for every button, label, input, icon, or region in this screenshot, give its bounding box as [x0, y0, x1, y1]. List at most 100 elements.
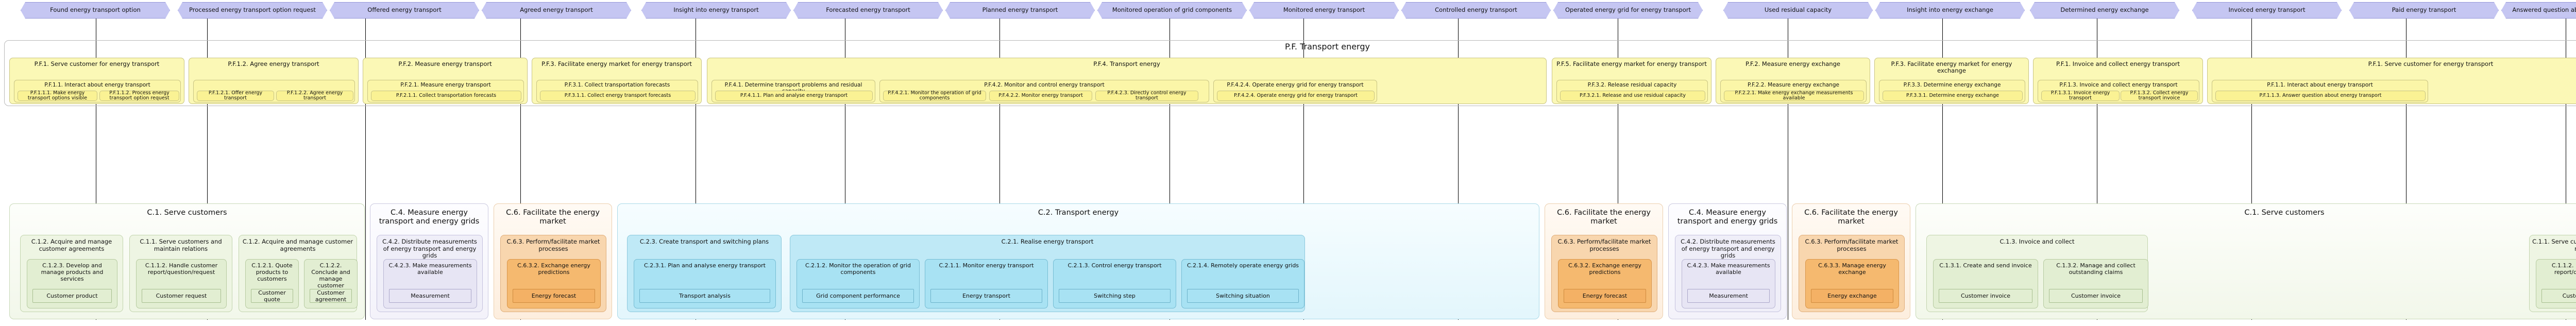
process-level2[interactable]: P.F.4.2. Monitor and control energy tran…	[879, 80, 1209, 102]
process-level3[interactable]: P.F.3.3.1. Determine energy exchange	[1883, 91, 2023, 101]
capability-group[interactable]: C.4. Measure energy transport and energy…	[1668, 203, 1787, 319]
process-level3[interactable]: P.F.4.2.1. Monitor the operation of grid…	[883, 90, 986, 101]
process-level3[interactable]: P.F.1.3.1. Invoice energy transport	[2041, 90, 2120, 101]
capability-leaf[interactable]: C.1.2.2. Conclude and manage customer ag…	[304, 259, 358, 308]
capability-sub[interactable]: C.4.2. Distribute measurements of energy…	[377, 235, 483, 312]
process-level3[interactable]: P.F.3.1.1. Collect energy transport fore…	[540, 91, 696, 101]
outcome-badge[interactable]: Controlled energy transport	[1401, 2, 1551, 19]
capability-leaf[interactable]: C.1.1.2. Handle customer report/question…	[2536, 259, 2576, 308]
outcome-badge[interactable]: Found energy transport option	[21, 2, 170, 19]
capability-leaf[interactable]: C.1.2.3. Develop and manage products and…	[27, 259, 117, 308]
outcome-badge[interactable]: Determined energy exchange	[2030, 2, 2179, 19]
process-level2[interactable]: P.F.3.1. Collect transportation forecast…	[536, 80, 698, 102]
outcome-badge[interactable]: Agreed energy transport	[482, 2, 631, 19]
business-object[interactable]: Customer invoice	[2049, 289, 2143, 303]
business-object[interactable]: Customer invoice	[1939, 289, 2032, 303]
process-level1[interactable]: P.F.1. Serve customer for energy transpo…	[2207, 58, 2576, 104]
process-level3[interactable]: P.F.2.2.1. Make energy exchange measurem…	[1724, 90, 1864, 101]
capability-group[interactable]: C.4. Measure energy transport and energy…	[370, 203, 488, 319]
capability-sub[interactable]: C.2.3. Create transport and switching pl…	[627, 235, 782, 312]
business-object[interactable]: Energy transport	[930, 289, 1042, 303]
business-object[interactable]: Customer product	[32, 289, 112, 303]
capability-leaf[interactable]: C.2.3.1. Plan and analyse energy transpo…	[634, 259, 776, 308]
capability-sub[interactable]: C.1.2. Acquire and manage customer agree…	[239, 235, 358, 312]
business-object[interactable]: Grid component performance	[802, 289, 914, 303]
process-level3[interactable]: P.F.4.1.1. Plan and analyse energy trans…	[715, 91, 873, 101]
business-object[interactable]: Customer agreement	[310, 289, 352, 303]
capability-sub[interactable]: C.1.1. Serve customers and maintain rela…	[2529, 235, 2576, 312]
outcome-badge[interactable]: Paid energy transport	[2349, 2, 2499, 19]
outcome-badge[interactable]: Answered question about energy transport	[2501, 2, 2576, 19]
outcome-badge[interactable]: Planned energy transport	[945, 2, 1095, 19]
business-object[interactable]: Switching situation	[1187, 289, 1299, 303]
process-level1[interactable]: P.F.3. Facilitate energy market for ener…	[532, 58, 702, 104]
process-level3[interactable]: P.F.1.1.3. Answer question about energy …	[2215, 91, 2426, 101]
process-level2[interactable]: P.F.1.1. Interact about energy transport…	[2212, 80, 2428, 102]
outcome-badge[interactable]: Insight into energy transport	[641, 2, 791, 19]
outcome-badge[interactable]: Forecasted energy transport	[793, 2, 943, 19]
process-level3[interactable]: P.F.1.3.2. Collect energy transport invo…	[2121, 90, 2198, 101]
capability-leaf[interactable]: C.1.3.2. Manage and collect outstanding …	[2043, 259, 2148, 308]
process-level3[interactable]: P.F.3.2.1. Release and use residual capa…	[1560, 91, 1705, 101]
outcome-badge[interactable]: Monitored energy transport	[1249, 2, 1399, 19]
outcome-badge[interactable]: Processed energy transport option reques…	[178, 2, 327, 19]
process-level3[interactable]: P.F.1.2.2. Agree energy transport	[276, 90, 353, 101]
process-level3[interactable]: P.F.4.2.2. Monitor energy transport	[989, 91, 1092, 101]
capability-leaf[interactable]: C.2.1.2. Monitor the operation of grid c…	[796, 259, 920, 308]
business-object[interactable]: Customer request	[142, 289, 221, 303]
process-level1[interactable]: P.F.5. Facilitate energy market for ener…	[1552, 58, 1711, 104]
process-level2[interactable]: P.F.4.2.4. Operate energy grid for energ…	[1213, 80, 1377, 102]
business-object[interactable]: Energy forecast	[1564, 289, 1646, 303]
business-object[interactable]: Transport analysis	[639, 289, 770, 303]
business-object[interactable]: Measurement	[1687, 289, 1770, 303]
outcome-badge[interactable]: Invoiced energy transport	[2192, 2, 2342, 19]
outcome-badge[interactable]: Monitored operation of grid components	[1097, 2, 1247, 19]
outcome-badge[interactable]: Offered energy transport	[330, 2, 479, 19]
outcome-badge[interactable]: Used residual capacity	[1723, 2, 1873, 19]
process-level1[interactable]: P.F.1. Invoice and collect energy transp…	[2033, 58, 2203, 104]
process-level2[interactable]: P.F.1.1. Interact about energy transport…	[14, 80, 181, 102]
process-level3[interactable]: P.F.1.1.2. Process energy transport opti…	[99, 90, 179, 101]
business-object[interactable]: Energy exchange	[1811, 289, 1893, 303]
process-level1[interactable]: P.F.3. Facilitate energy market for ener…	[1874, 58, 2029, 104]
process-level3[interactable]: P.F.1.1.1. Make energy transport options…	[18, 90, 97, 101]
capability-sub[interactable]: C.1.2. Acquire and manage customer agree…	[20, 235, 123, 312]
process-level2[interactable]: P.F.4.1. Determine transport problems an…	[711, 80, 875, 102]
capability-sub[interactable]: C.4.2. Distribute measurements of energy…	[1675, 235, 1781, 312]
capability-sub[interactable]: C.6.3. Perform/facilitate market process…	[1799, 235, 1905, 312]
business-object[interactable]: Customer quote	[251, 289, 293, 303]
capability-leaf[interactable]: C.1.1.2. Handle customer report/question…	[136, 259, 227, 308]
outcome-badge[interactable]: Insight into energy exchange	[1875, 2, 2025, 19]
business-object[interactable]: Customer request	[2541, 289, 2576, 303]
business-object[interactable]: Measurement	[389, 289, 471, 303]
capability-sub[interactable]: C.6.3. Perform/facilitate market process…	[500, 235, 606, 312]
process-level3[interactable]: P.F.4.2.4. Operate energy grid for energ…	[1217, 91, 1375, 101]
